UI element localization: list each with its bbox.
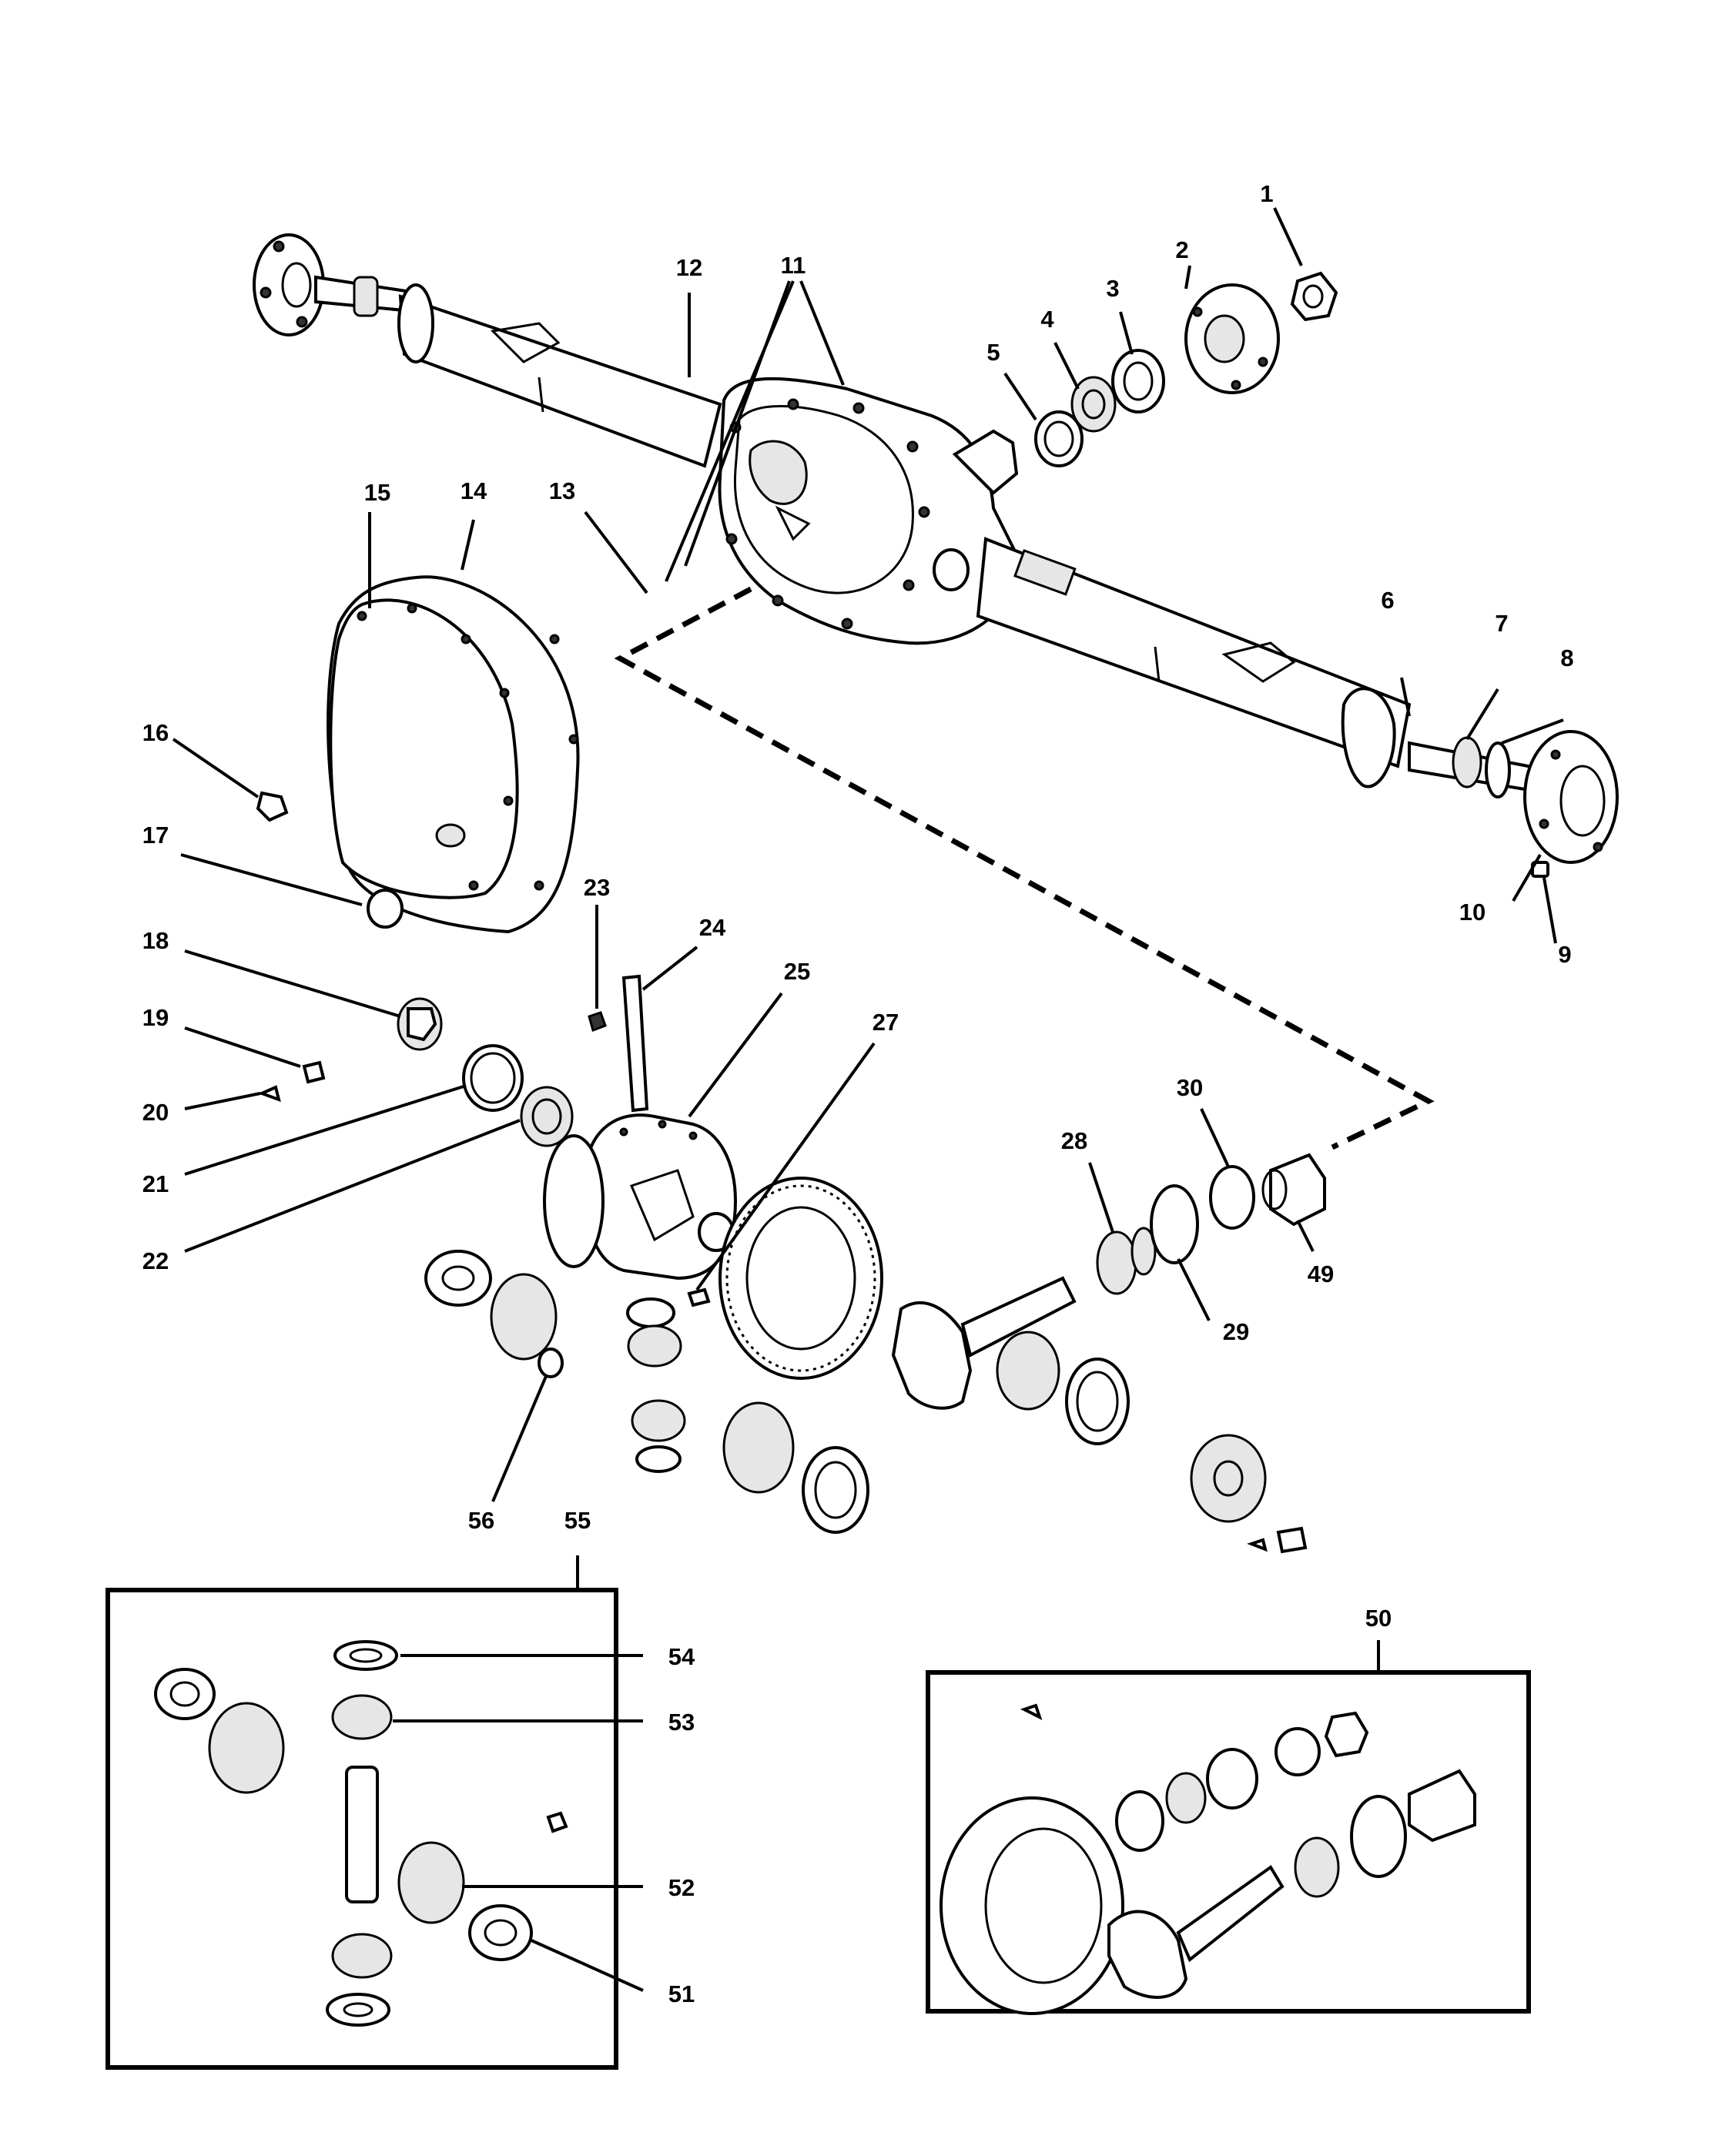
washer-51	[468, 1904, 533, 1961]
ring-gear	[718, 1177, 883, 1380]
callout-30: 30	[1177, 1074, 1203, 1101]
leader-lines	[172, 207, 1564, 1992]
callout-4: 4	[1040, 306, 1054, 333]
callout-52: 52	[668, 1874, 695, 1901]
callout-2: 2	[1175, 236, 1188, 263]
callout-28: 28	[1061, 1127, 1087, 1154]
pinion-bearing-outer	[1070, 376, 1117, 433]
pinion-gear	[891, 1301, 973, 1410]
callout-53: 53	[668, 1709, 695, 1736]
bolt-27	[687, 1287, 711, 1307]
thrust-washer	[424, 1250, 492, 1307]
callout-9: 9	[1558, 941, 1571, 968]
kit-50-box	[926, 1640, 1531, 2015]
bearing-cup-29	[1150, 1184, 1199, 1264]
callout-labels: 1 2 3 4 5 6 7 8 9 10 11 12 13 14 15 16 1…	[142, 180, 1574, 2007]
collapsible-spacer-49	[1269, 1153, 1326, 1227]
left-axle-flange	[253, 233, 325, 336]
callout-12: 12	[676, 254, 702, 281]
callout-22: 22	[142, 1247, 169, 1274]
callout-56: 56	[468, 1507, 494, 1534]
callout-16: 16	[142, 719, 169, 746]
ring-gear-kit	[940, 1796, 1124, 2015]
washer-54	[333, 1640, 398, 1671]
retainer-8	[1485, 742, 1511, 798]
bearing-cup-21	[462, 1044, 524, 1112]
callout-29: 29	[1223, 1318, 1249, 1345]
bearing-22	[520, 1086, 574, 1147]
callout-1: 1	[1260, 180, 1273, 207]
callout-14: 14	[461, 477, 487, 504]
axle-housing-assembly	[253, 233, 1619, 878]
bolt-23	[588, 1011, 607, 1032]
cover-assembly	[256, 575, 580, 934]
assembly-guide-line	[614, 586, 1435, 1150]
cross-shaft	[345, 1766, 379, 1903]
differential-cover-15	[329, 598, 519, 899]
pinion-bearing-cup	[1065, 1358, 1130, 1445]
callout-8: 8	[1560, 644, 1573, 671]
bearing-cup-5	[1034, 410, 1084, 467]
pinion-seal	[1111, 349, 1165, 413]
cover-bolt-16	[256, 791, 289, 822]
side-gear-kit	[208, 1702, 285, 1794]
kit-55-box	[106, 1555, 618, 2070]
left-axle-tube	[398, 294, 722, 468]
callout-7: 7	[1495, 610, 1508, 637]
pinion-shaft-24	[621, 974, 649, 1113]
clip-56	[538, 1348, 564, 1378]
callout-10: 10	[1459, 899, 1486, 926]
callout-25: 25	[784, 958, 810, 985]
callout-49: 49	[1308, 1260, 1334, 1287]
pinion-stem	[960, 1276, 1077, 1358]
right-backing-plate	[1341, 687, 1396, 788]
callout-13: 13	[549, 477, 575, 504]
pinion-bearing-inner	[996, 1331, 1060, 1411]
clip-19	[302, 1060, 326, 1084]
bearing-28	[1096, 1230, 1137, 1295]
callout-20: 20	[142, 1099, 169, 1126]
callout-54: 54	[668, 1643, 695, 1670]
callout-50: 50	[1365, 1605, 1392, 1632]
callout-18: 18	[142, 927, 169, 954]
pinion-nut	[1290, 271, 1338, 322]
callout-51: 51	[668, 1980, 695, 2007]
differential-housing	[718, 377, 1019, 645]
side-gear-52	[397, 1841, 465, 1924]
callout-3: 3	[1106, 275, 1119, 302]
side-gear-left	[490, 1273, 558, 1361]
fill-plug-17	[367, 889, 404, 929]
callout-5: 5	[986, 339, 1000, 366]
callout-17: 17	[142, 822, 169, 849]
left-tube-end	[397, 283, 434, 363]
callout-19: 19	[142, 1004, 169, 1031]
thrust-washer-right	[802, 1446, 869, 1534]
differential-case-25	[583, 1113, 738, 1281]
differential-internals	[257, 974, 1326, 1554]
bearing-shim	[1190, 1434, 1267, 1523]
bearing-7	[1452, 736, 1482, 788]
callout-24: 24	[699, 914, 726, 941]
callout-11: 11	[781, 252, 806, 279]
callout-15: 15	[364, 479, 390, 506]
pinion-stack	[1034, 271, 1338, 467]
bolt-20	[257, 1085, 281, 1103]
callout-23: 23	[584, 874, 610, 901]
callout-27: 27	[873, 1009, 899, 1036]
callout-55: 55	[564, 1507, 591, 1534]
shim-30	[1209, 1165, 1255, 1230]
right-axle-tube	[976, 537, 1412, 768]
callout-6: 6	[1381, 587, 1394, 614]
callout-21: 21	[142, 1170, 169, 1197]
pinion-mate-53	[331, 1694, 393, 1740]
pinion-mate	[627, 1324, 682, 1368]
side-gear-right	[722, 1401, 795, 1494]
